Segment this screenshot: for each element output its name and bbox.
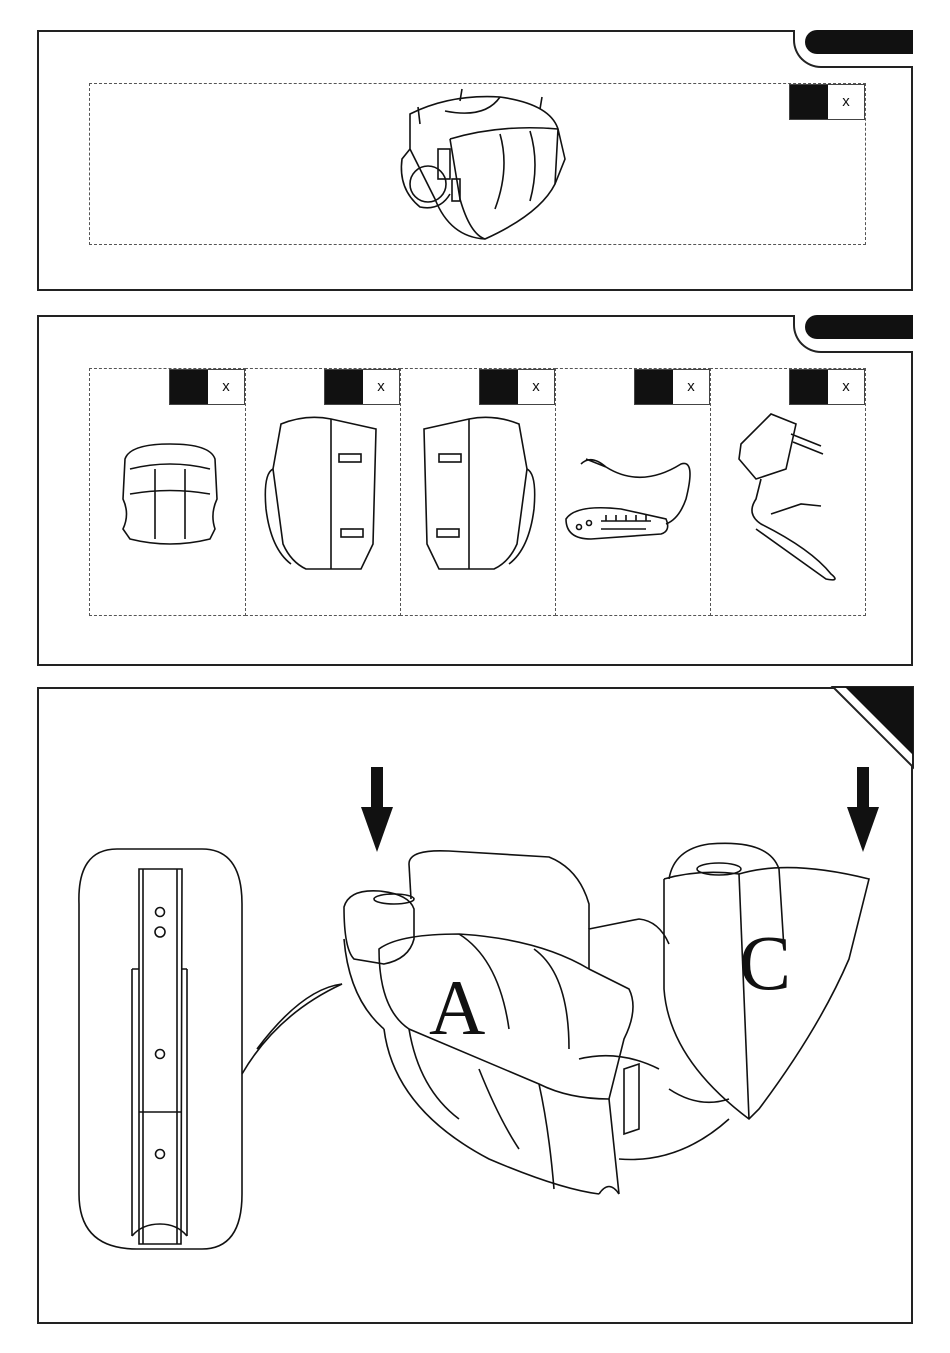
left-armrest-illustration: [261, 414, 381, 574]
part-box-base: x: [89, 83, 866, 245]
quantity-tag: x: [169, 369, 245, 405]
seat-cushion-illustration: [115, 439, 225, 549]
quantity-mark: x: [828, 85, 864, 119]
quantity-box: [790, 85, 828, 119]
step-tab: [805, 30, 913, 54]
recliner-base-illustration: [390, 89, 570, 244]
power-adapter-illustration: [731, 404, 851, 584]
step-panel-2: x x x: [37, 315, 913, 666]
quantity-mark: x: [518, 370, 554, 404]
hand-control-illustration: [561, 439, 706, 549]
part-letters: A C: [39, 689, 915, 1326]
quantity-box: [170, 370, 208, 404]
quantity-tag: x: [324, 369, 400, 405]
part-box-seat-cushion: x: [89, 368, 246, 616]
right-armrest-illustration: [419, 414, 539, 574]
quantity-tag: x: [789, 369, 865, 405]
quantity-tag: x: [479, 369, 555, 405]
quantity-tag: x: [634, 369, 710, 405]
part-box-right-armrest: x: [400, 368, 556, 616]
quantity-box: [480, 370, 518, 404]
step-panel-3: A C: [37, 687, 913, 1324]
quantity-box: [635, 370, 673, 404]
quantity-box: [325, 370, 363, 404]
label-a: A: [429, 964, 485, 1051]
label-c: C: [739, 919, 791, 1006]
quantity-box: [790, 370, 828, 404]
part-box-hand-control: x: [555, 368, 711, 616]
quantity-mark: x: [828, 370, 864, 404]
quantity-mark: x: [673, 370, 709, 404]
step-panel-1: x: [37, 30, 913, 291]
quantity-mark: x: [363, 370, 399, 404]
step-tab: [805, 315, 913, 339]
part-box-left-armrest: x: [245, 368, 401, 616]
part-box-power-adapter: x: [710, 368, 866, 616]
quantity-tag: x: [789, 84, 865, 120]
quantity-mark: x: [208, 370, 244, 404]
